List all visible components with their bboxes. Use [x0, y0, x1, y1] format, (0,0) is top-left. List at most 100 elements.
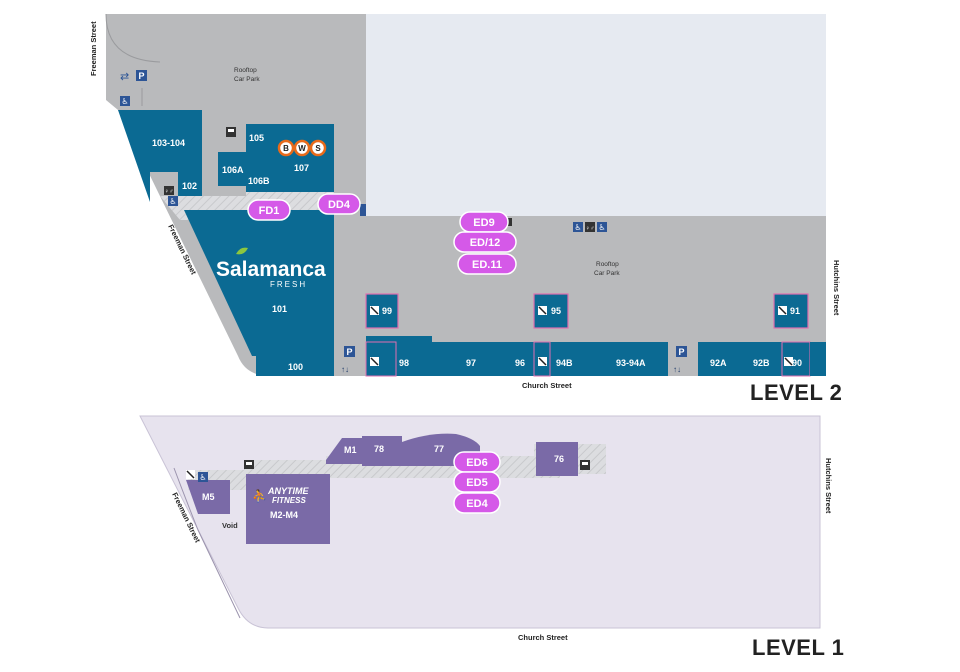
marker-fd1[interactable]: FD1 [247, 199, 291, 221]
unit-97[interactable] [432, 342, 508, 376]
parking-icon: P [676, 346, 687, 357]
exchange-arrows-icon: ⇄ [120, 71, 129, 83]
marker-ed6[interactable]: ED6 [453, 451, 501, 473]
unit-105[interactable] [246, 124, 272, 158]
marker-ed9[interactable]: ED9 [459, 211, 509, 233]
lift-arrows-icon: ↑↓ [341, 365, 349, 374]
open-area [366, 14, 826, 216]
marker-label: FD1 [259, 205, 280, 217]
lift-icon [226, 127, 236, 137]
void-label: Void [222, 521, 238, 530]
unit-101[interactable] [184, 210, 334, 356]
unit-label: M1 [344, 445, 357, 455]
unit-label: 94B [556, 358, 573, 368]
accessible-icon: ♿ [198, 472, 208, 482]
level-1-title: LEVEL 1 [752, 635, 844, 660]
marker-label: DD4 [328, 199, 351, 211]
road-curve [105, 13, 161, 63]
unit-90-end [810, 342, 826, 376]
street-label: Church Street [518, 633, 568, 642]
anytime-fitness-logo: ⛹ ANYTIME FITNESS [252, 486, 309, 505]
anytime-text: ANYTIME [267, 486, 309, 496]
unit-label: 106B [248, 176, 270, 186]
parking-letter: P [138, 71, 144, 81]
svg-text:♿: ♿ [199, 473, 206, 482]
parking-icon: P [136, 70, 147, 81]
unit-94b-outline [533, 341, 551, 377]
unit-label: 96 [515, 358, 525, 368]
lift-arrows-icon: ↑↓ [673, 365, 681, 374]
unit-103-104[interactable] [118, 110, 202, 202]
lift-icon [580, 460, 590, 470]
street-label: Church Street [522, 381, 572, 390]
level-1-edge-line [173, 467, 241, 619]
unit-92a[interactable] [698, 342, 740, 376]
fitness-text: FITNESS [272, 496, 306, 505]
door-marker [506, 218, 512, 226]
marker-dd4[interactable]: DD4 [317, 193, 361, 215]
unit-106b[interactable] [246, 158, 272, 192]
svg-text:♀♂: ♀♂ [165, 189, 174, 195]
marker-label: ED9 [473, 217, 494, 229]
unit-label: 97 [466, 358, 476, 368]
unit-label: 92B [753, 358, 770, 368]
marker-ed11[interactable]: ED.11 [457, 253, 517, 275]
unit-93-94a[interactable] [594, 342, 668, 376]
unit-102[interactable] [178, 172, 202, 200]
marker-label: ED.11 [472, 259, 502, 271]
unit-92b[interactable] [740, 342, 782, 376]
marker-ed4[interactable]: ED4 [453, 492, 501, 514]
unit-m5[interactable] [186, 480, 230, 514]
marker-ed12[interactable]: ED/12 [453, 231, 517, 253]
car-park-label: Rooftop [596, 261, 619, 268]
unit-label: 91 [790, 306, 800, 316]
street-label: Hutchins Street [824, 458, 833, 514]
unit-label: 103-104 [152, 138, 185, 148]
bws-letter-w: W [298, 144, 306, 153]
door-marker [360, 204, 366, 216]
salamanca-fresh-logo: Salamanca FRESH [216, 247, 326, 289]
unit-76[interactable] [536, 442, 578, 476]
unit-label: 101 [272, 304, 287, 314]
marker-label: ED5 [466, 477, 487, 489]
escalator-icon [186, 470, 195, 479]
marker-ed5[interactable]: ED5 [453, 471, 501, 493]
unit-label: 105 [249, 133, 264, 143]
bws-letter-s: S [315, 144, 321, 153]
escalator-icon [538, 306, 547, 315]
accessible-icon: ♿ [597, 222, 607, 232]
unit-label: 93-94A [616, 358, 646, 368]
unit-label: 77 [434, 444, 444, 454]
escalator-icon [784, 357, 793, 366]
unit-96[interactable] [508, 342, 534, 376]
toilets-icon: ♀♂ [585, 222, 595, 232]
escalator-icon [778, 306, 787, 315]
escalator-icon [370, 306, 379, 315]
unit-label: 92A [710, 358, 727, 368]
unit-label: 98 [399, 358, 409, 368]
unit-m2-m4[interactable] [246, 474, 330, 544]
unit-m1[interactable] [326, 438, 362, 464]
salamanca-sub-text: FRESH [270, 280, 307, 289]
toilets-icon: ♀♂ [164, 186, 174, 195]
unit-107[interactable] [272, 124, 334, 192]
svg-text:♿: ♿ [169, 197, 176, 206]
unit-106a[interactable] [218, 152, 248, 186]
level-2-title: LEVEL 2 [750, 380, 842, 405]
unit-label: 100 [288, 362, 303, 372]
unit-label: 95 [551, 306, 561, 316]
car-park-label: Car Park [234, 76, 260, 83]
unit-78[interactable] [362, 436, 402, 466]
unit-label: 78 [374, 444, 384, 454]
street-label: Freeman Street [89, 21, 98, 76]
leaf-icon [236, 247, 248, 255]
svg-text:♿: ♿ [574, 223, 581, 232]
running-man-icon: ⛹ [252, 488, 267, 503]
unit-100[interactable] [256, 356, 334, 376]
unit-98-outline [365, 341, 397, 377]
bws-logo: B W S [277, 139, 327, 157]
marker-label: ED6 [466, 457, 487, 469]
unit-label: M5 [202, 492, 215, 502]
bws-letter-b: B [283, 144, 289, 153]
unit-98[interactable] [366, 336, 432, 376]
